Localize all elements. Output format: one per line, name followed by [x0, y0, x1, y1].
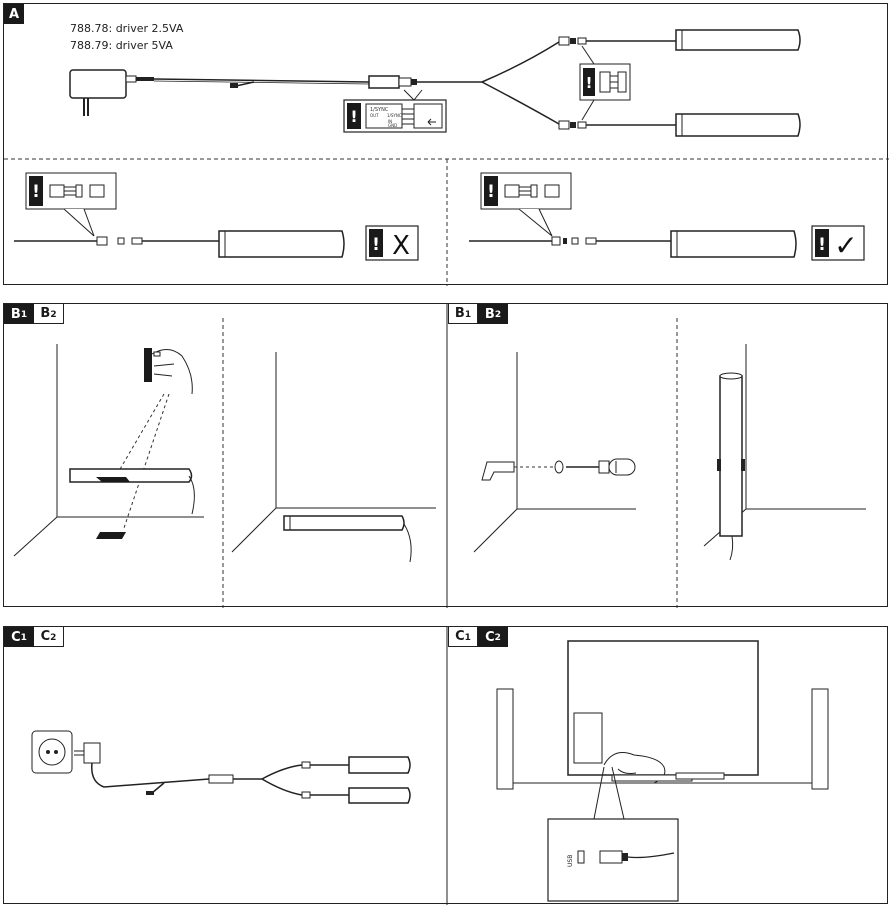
svg-text:OUT: OUT [370, 113, 379, 118]
led-bar [218, 230, 345, 258]
led-bar-bottom [675, 113, 801, 137]
warning-icon [347, 103, 361, 129]
svg-text:!: ! [32, 182, 40, 202]
led-bar [670, 230, 797, 258]
panel-a-tag: A [4, 4, 24, 24]
speaker-right [811, 688, 829, 790]
led-bar [348, 787, 411, 804]
cross-icon: ! X [365, 225, 419, 261]
panel-a: A 788.78: driver 2.5VA 788.79: driver 5V… [3, 3, 889, 286]
panel-b-drawing [13, 304, 866, 608]
led-bar-top [675, 29, 801, 51]
svg-text:X: X [392, 231, 410, 261]
plug-adapter-icon [74, 742, 101, 764]
warning-icon [484, 176, 498, 206]
svg-text:!: ! [586, 74, 593, 92]
wrong-orientation-callout: ! [25, 172, 117, 237]
led-bar [283, 515, 412, 563]
mounting-bracket [481, 461, 515, 481]
svg-text:!: ! [372, 235, 380, 255]
tv-back-port [573, 712, 603, 764]
hand-with-tape [144, 348, 193, 395]
branch-callout: ! [579, 45, 631, 121]
driver-note-1: 788.78: driver 2.5VA [70, 22, 184, 35]
warning-icon [29, 176, 43, 206]
wall-socket-icon [31, 730, 73, 774]
controller-callout: ! [343, 89, 447, 133]
usb-port-icon [577, 850, 585, 864]
led-bar-vertical [717, 372, 745, 561]
svg-text:1/SYNC: 1/SYNC [387, 113, 402, 118]
svg-text:1/SYNC: 1/SYNC [370, 107, 389, 113]
svg-text:!: ! [487, 182, 495, 202]
svg-text:✓: ✓ [834, 229, 857, 262]
panel-a-tag-label: A [8, 6, 20, 22]
svg-text:GND: GND [388, 123, 397, 128]
screwdriver-icon [554, 458, 636, 476]
svg-text:!: ! [818, 235, 826, 255]
panel-a-drawing: ! 1/SYNC OUT 1/SYNC IN GND [4, 29, 889, 286]
power-adapter-icon [69, 69, 154, 116]
right-orientation-callout: ! [480, 172, 572, 237]
svg-text:!: ! [350, 107, 357, 126]
driver-note-2: 788.79: driver 5VA [70, 39, 173, 52]
warning-icon [583, 68, 595, 96]
panel-c-drawing: USB [31, 627, 829, 905]
led-bar [69, 468, 195, 515]
speaker-left [496, 688, 514, 790]
usb-detail-box: USB [547, 818, 679, 902]
svg-text:IN: IN [388, 119, 392, 124]
led-bar [348, 756, 411, 774]
check-icon: ! ✓ [811, 225, 865, 262]
svg-text:USB: USB [567, 855, 574, 867]
